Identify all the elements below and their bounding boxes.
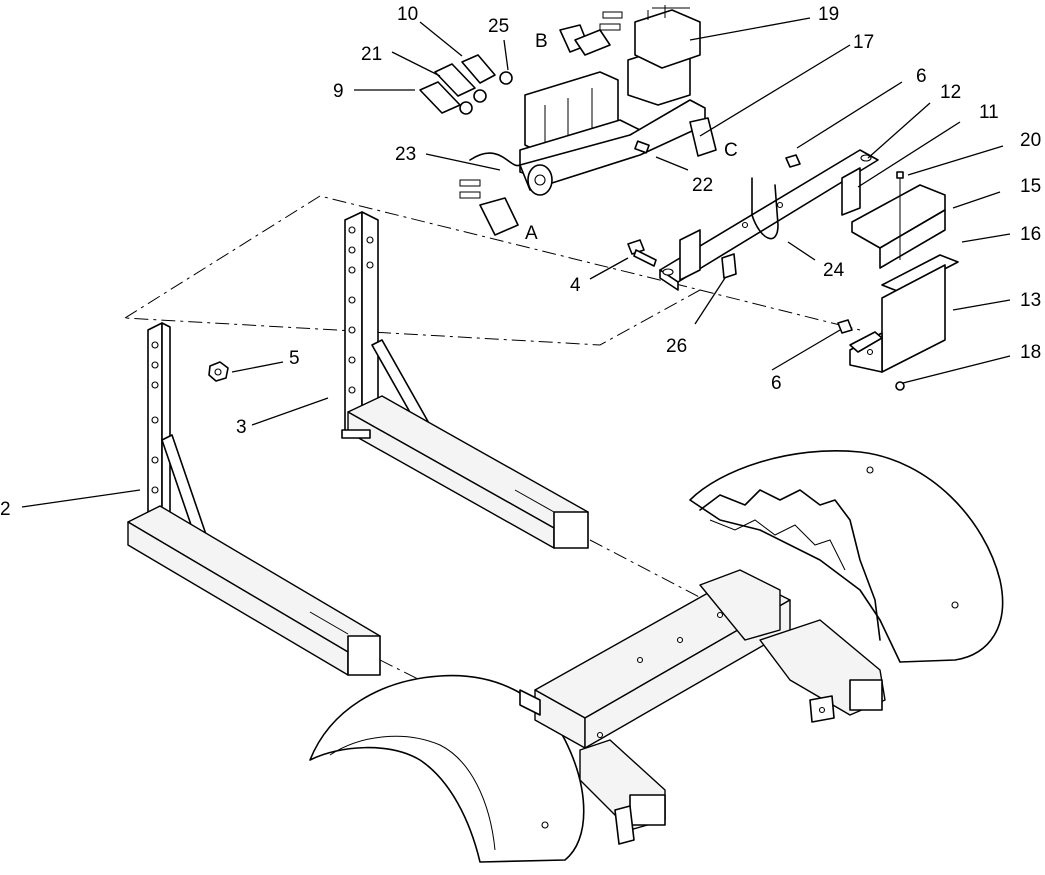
box-13 [849,264,946,373]
assembly-guide-lines [123,195,861,681]
cover-15 [851,184,946,269]
callout-25: 25 [488,16,509,37]
callout-18: 18 [1020,342,1041,363]
mounting-bracket-12 [659,149,879,291]
callout-13: 13 [1020,290,1041,311]
callout-6-lower: 6 [771,373,782,394]
callout-4: 4 [570,275,581,296]
stand-frame-3 [341,211,589,549]
callout-19: 19 [818,4,839,25]
callout-15: 15 [1020,176,1041,197]
bolt-6-upper [785,154,801,168]
bolt-4 [627,239,657,267]
right-fender [689,450,1004,663]
callout-9: 9 [333,81,344,102]
clip-26 [721,253,737,279]
port-label-b: B [535,31,548,52]
hoses-and-clamps [419,54,513,115]
callout-24: 24 [823,260,845,281]
callout-3: 3 [236,417,247,438]
port-label-c: C [724,140,738,161]
callout-12: 12 [940,82,961,103]
callout-26: 26 [666,336,687,357]
leader-lines [21,17,1011,508]
callout-2: 2 [0,499,11,520]
nut-18 [895,381,905,391]
port-label-a: A [525,223,538,244]
callout-23: 23 [395,144,416,165]
nut-5 [208,361,229,382]
valve-manifold-assembly [459,5,717,236]
vehicle-chassis [519,569,886,845]
u-bolt-24 [751,177,779,240]
callout-labels: 2 3 4 5 6 6 9 10 11 12 13 15 16 17 18 19… [0,4,1041,520]
callout-17: 17 [853,32,874,53]
stand-frame-2 [127,322,381,676]
callout-6-upper: 6 [916,66,927,87]
callout-11: 11 [979,102,999,123]
fitting-22 [634,140,650,154]
bolt-6-lower [837,319,853,334]
screw-20 [896,171,904,260]
left-fender [309,674,585,863]
callout-21: 21 [361,44,382,65]
gasket-16 [881,254,959,293]
callout-20: 20 [1020,130,1041,151]
callout-5: 5 [289,348,300,369]
callout-10: 10 [397,4,418,25]
callout-22: 22 [692,175,713,196]
callout-16: 16 [1020,224,1041,245]
